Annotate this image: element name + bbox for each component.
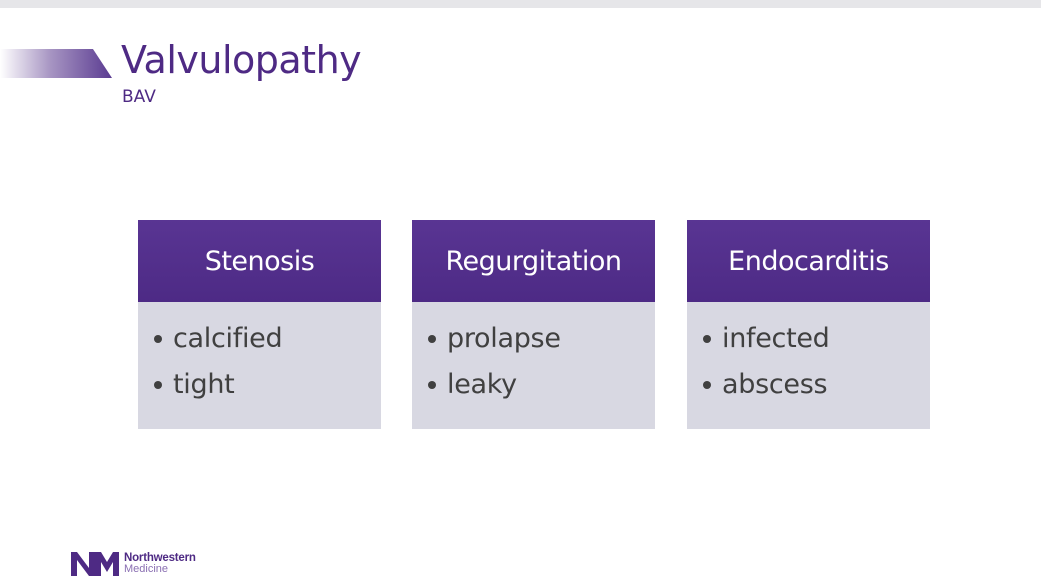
card-endocarditis: Endocarditis infected abscess	[687, 220, 930, 429]
logo-line-1: Northwestern	[124, 552, 196, 564]
bullet-item: prolapse	[428, 316, 655, 362]
nm-logo-icon	[71, 552, 119, 576]
bullet-dot-icon	[703, 381, 711, 389]
bullet-item: leaky	[428, 362, 655, 408]
bullet-text: tight	[173, 369, 235, 400]
title-accent-bar	[0, 49, 112, 78]
card-bullet-list: calcified tight	[138, 302, 381, 408]
slide: Valvulopathy BAV Stenosis calcified tigh…	[0, 8, 1041, 588]
bullet-dot-icon	[428, 335, 436, 343]
bullet-item: calcified	[154, 316, 381, 362]
bullet-text: infected	[722, 323, 830, 354]
card-heading: Regurgitation	[412, 220, 655, 302]
logo-line-2: Medicine	[124, 563, 169, 575]
card-regurgitation: Regurgitation prolapse leaky	[412, 220, 655, 429]
bullet-text: abscess	[722, 369, 828, 400]
bullet-dot-icon	[154, 381, 162, 389]
card-heading: Endocarditis	[687, 220, 930, 302]
bullet-item: abscess	[703, 362, 930, 408]
bullet-text: leaky	[447, 369, 517, 400]
bullet-dot-icon	[428, 381, 436, 389]
logo-wordmark: Northwestern Medicine	[124, 552, 196, 575]
card-heading: Stenosis	[138, 220, 381, 302]
bullet-item: tight	[154, 362, 381, 408]
card-bullet-list: infected abscess	[687, 302, 930, 408]
slide-subtitle: BAV	[122, 87, 156, 107]
bullet-item: infected	[703, 316, 930, 362]
bullet-text: prolapse	[447, 323, 561, 354]
bullet-dot-icon	[703, 335, 711, 343]
bullet-dot-icon	[154, 335, 162, 343]
card-bullet-list: prolapse leaky	[412, 302, 655, 408]
northwestern-medicine-logo: Northwestern Medicine	[71, 552, 196, 576]
card-stenosis: Stenosis calcified tight	[138, 220, 381, 429]
slide-title: Valvulopathy	[121, 38, 362, 82]
bullet-text: calcified	[173, 323, 283, 354]
